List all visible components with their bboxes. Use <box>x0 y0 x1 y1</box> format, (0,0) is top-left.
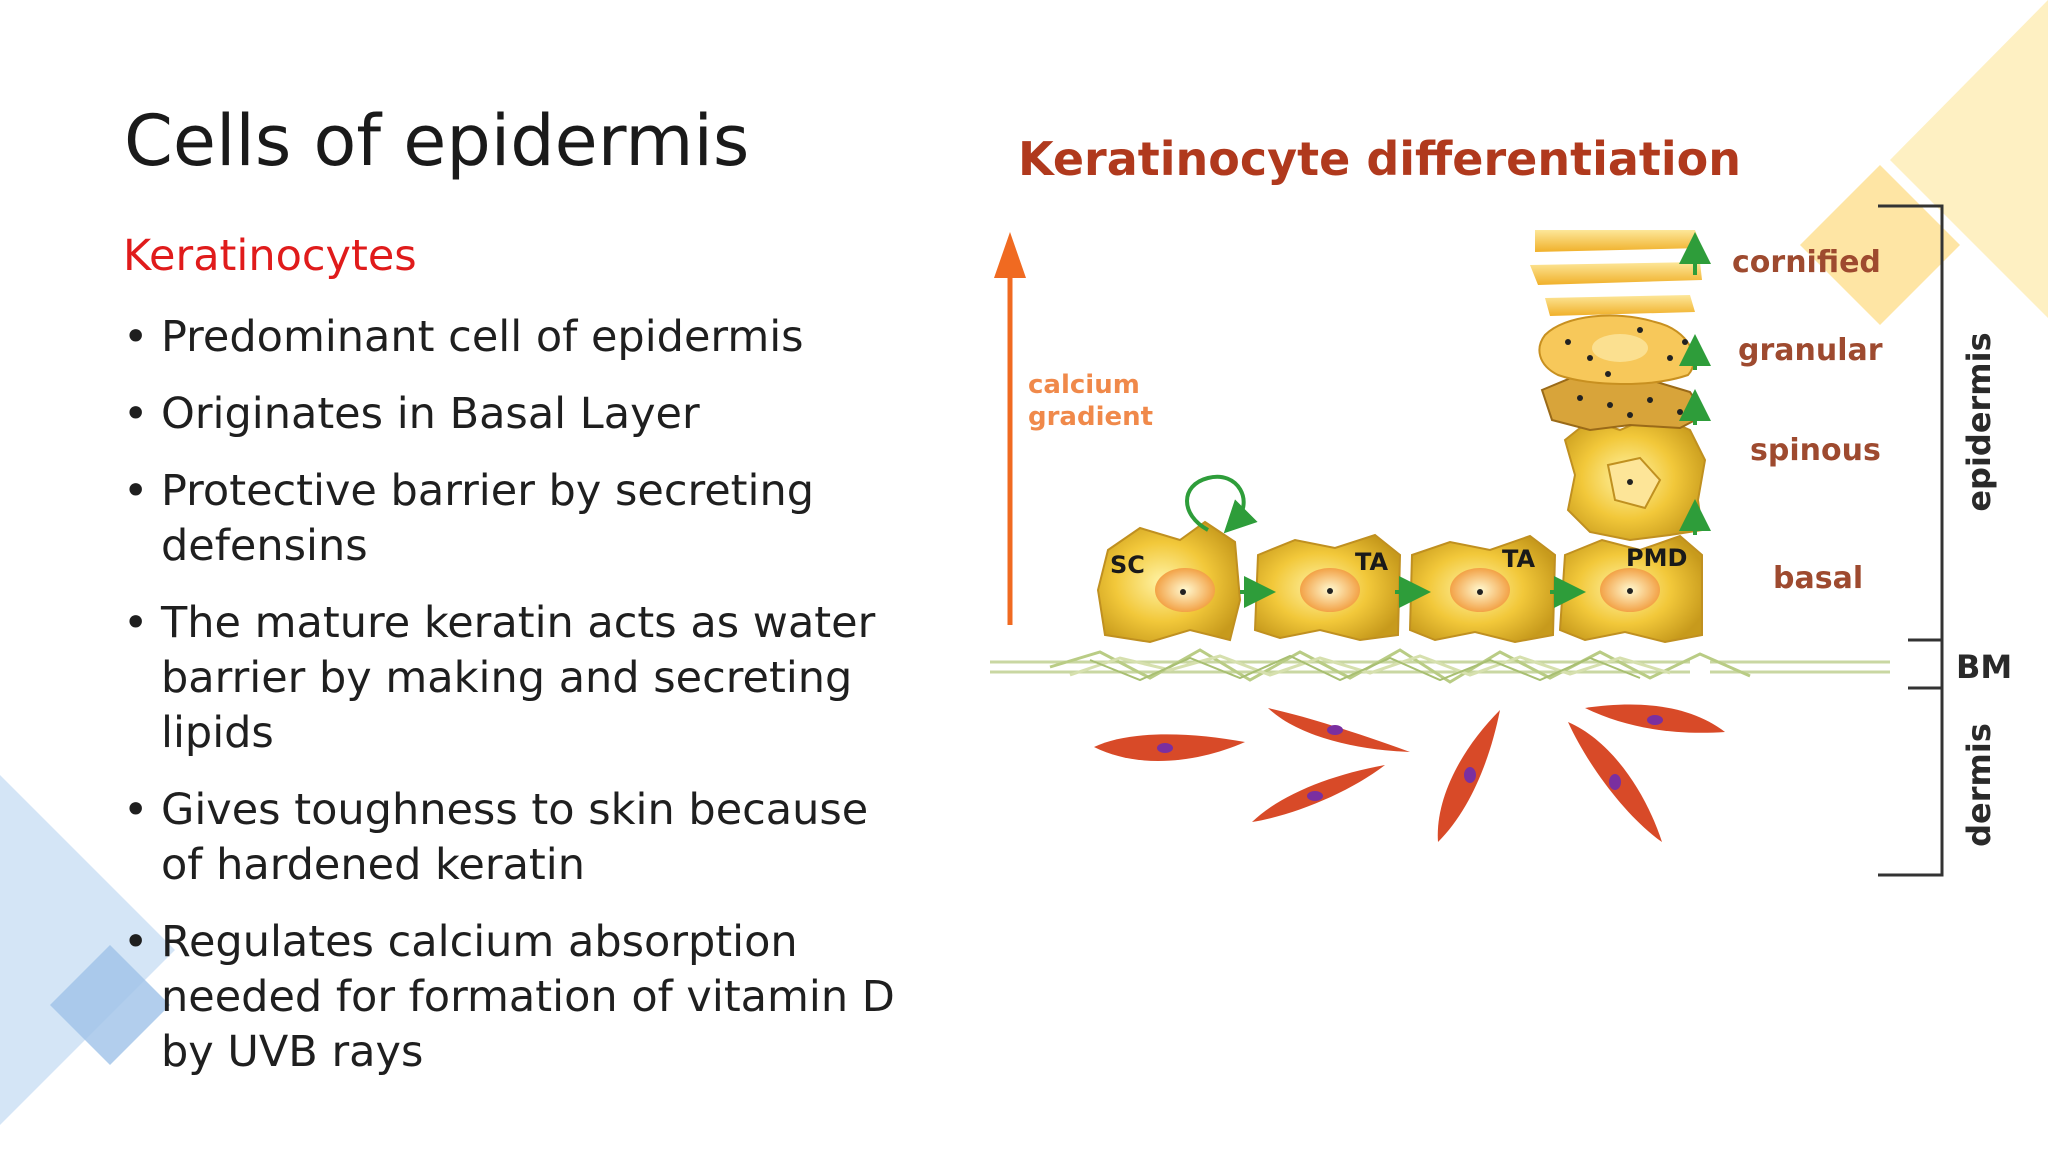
list-item: •Originates in Basal Layer <box>123 387 923 442</box>
basement-membrane <box>990 648 1890 684</box>
list-item: •The mature keratin acts as water barrie… <box>123 596 923 761</box>
cell-cornified <box>1530 230 1702 316</box>
list-item: •Protective barrier by secreting defensi… <box>123 464 923 574</box>
fibroblast <box>1094 734 1245 761</box>
bracket-label-bm: BM <box>1956 648 2012 686</box>
section-subtitle: Keratinocytes <box>123 231 417 281</box>
list-item: •Regulates calcium absorption needed for… <box>123 915 923 1080</box>
list-item-text: Protective barrier by secreting defensin… <box>161 466 814 571</box>
bullet-icon: • <box>123 389 149 439</box>
deco-blue-diamond-large <box>0 775 175 1125</box>
cell-label-pmd: PMD <box>1626 544 1687 572</box>
fibroblast <box>1437 710 1500 842</box>
bracket-label-dermis: dermis <box>1960 723 1998 847</box>
list-item-text: The mature keratin acts as water barrier… <box>161 598 876 758</box>
cell-sc: SC <box>1096 520 1242 644</box>
cell-label-sc: SC <box>1110 551 1145 579</box>
bullet-list: •Predominant cell of epidermis •Originat… <box>123 310 923 1102</box>
fibroblast <box>1585 704 1725 733</box>
list-item-text: Regulates calcium absorption needed for … <box>161 917 895 1077</box>
bullet-icon: • <box>123 917 149 967</box>
bullet-icon: • <box>123 598 149 648</box>
keratinocyte-diagram: Keratinocyte differentiation calcium gra… <box>990 132 2012 877</box>
deco-yellow-diamond-large <box>1890 0 2048 318</box>
bracket-label-epidermis: epidermis <box>1960 332 1998 511</box>
bullet-icon: • <box>123 785 149 835</box>
layer-label-basal: basal <box>1773 561 1863 596</box>
epidermis-bracket <box>1878 204 1944 642</box>
cell-spinous <box>1563 413 1707 542</box>
cell-label-ta-2: TA <box>1502 545 1536 573</box>
dermis-bracket <box>1878 686 1944 877</box>
fibroblast <box>1568 722 1662 842</box>
layer-label-spinous: spinous <box>1750 433 1881 468</box>
layer-label-granular: granular <box>1738 333 1883 368</box>
cell-label-ta-1: TA <box>1355 548 1389 576</box>
diagram-title: Keratinocyte differentiation <box>1018 132 1741 186</box>
deco-blue-diamond-small <box>50 945 170 1065</box>
list-item: •Predominant cell of epidermis <box>123 310 923 365</box>
gradient-label: gradient <box>1028 402 1153 432</box>
fibroblast <box>1268 708 1410 752</box>
cell-ta-1: TA <box>1253 533 1402 642</box>
fibroblasts <box>1094 704 1725 842</box>
cell-ta-2: TA <box>1408 534 1557 644</box>
self-renewal-arrow <box>1185 474 1258 534</box>
list-item-text: Predominant cell of epidermis <box>161 312 804 362</box>
calcium-gradient-arrow-head <box>994 232 1026 278</box>
bullet-icon: • <box>123 312 149 362</box>
list-item-text: Gives toughness to skin because of harde… <box>161 785 869 890</box>
calcium-label: calcium <box>1028 370 1140 400</box>
bm-bracket <box>1908 638 1944 690</box>
list-item: •Gives toughness to skin because of hard… <box>123 783 923 893</box>
layer-label-cornified: cornified <box>1732 245 1881 280</box>
cell-pmd: PMD <box>1558 534 1703 644</box>
page-title: Cells of epidermis <box>124 100 750 182</box>
cell-granular <box>1538 314 1707 432</box>
fibroblast <box>1252 765 1385 822</box>
list-item-text: Originates in Basal Layer <box>161 389 700 439</box>
bullet-icon: • <box>123 466 149 516</box>
